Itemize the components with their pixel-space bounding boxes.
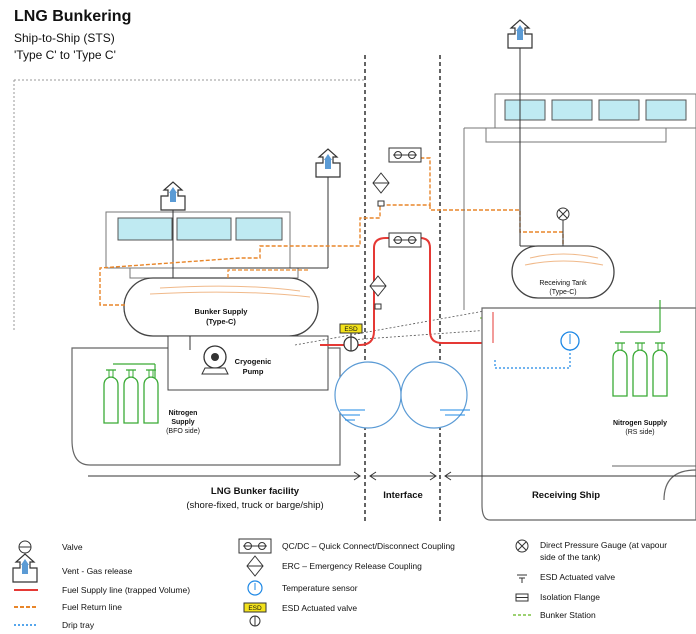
section-label-bunker: LNG Bunker facility — [211, 486, 300, 497]
nitrogen-rs-label-2: (RS side) — [625, 429, 654, 436]
esd-actuated-icon — [517, 574, 527, 583]
nitrogen-rs-label: Nitrogen Supply — [613, 420, 667, 427]
qcdc-coupling-icon — [388, 232, 422, 248]
legend-isolation-flange: Isolation Flange — [540, 592, 601, 602]
fender-right — [400, 361, 468, 429]
vent-icon — [315, 148, 341, 178]
section-label-receiving: Receiving Ship — [532, 490, 600, 501]
legend-temp-sensor: Temperature sensor — [282, 583, 358, 593]
fender-left — [334, 361, 402, 429]
legend-symbols: ESD — [12, 538, 533, 627]
vent-icon — [12, 553, 38, 583]
bunker-window — [235, 217, 283, 241]
nitrogen-bfo-label-2: Supply — [171, 419, 194, 426]
bunker-deck — [129, 267, 299, 279]
receiving-tank-label: Receiving Tank — [539, 280, 587, 287]
esd-legend-box — [243, 602, 267, 613]
section-arrow-bunker — [88, 471, 361, 481]
nitrogen-bfo-label-3: (BFO side) — [166, 428, 200, 435]
receiving-window — [598, 99, 640, 121]
pump-label-2: Pump — [243, 367, 264, 376]
page-subtitle: Ship-to-Ship (STS) — [14, 31, 115, 45]
legend-esd-valve: ESD Actuated valve — [282, 603, 358, 613]
bunker-window — [117, 217, 173, 241]
receiving-tank-type: (Type-C) — [549, 289, 576, 296]
receiving-ship-hull — [481, 307, 696, 521]
legend-fuel-supply: Fuel Supply line (trapped Volume) — [62, 585, 191, 595]
drip-tray — [494, 350, 571, 369]
legend-pressure-gauge-2: side of the tank) — [540, 552, 601, 562]
page-subtitle-2: 'Type C' to 'Type C' — [14, 48, 116, 62]
bunker-facility-boundary — [13, 79, 365, 330]
esd-legend-label: ESD — [248, 605, 262, 612]
receiving-window — [551, 99, 593, 121]
qcdc-coupling-icon — [238, 538, 272, 554]
bunker-window — [176, 217, 232, 241]
erc-coupling-icon — [369, 275, 387, 297]
legend-vent: Vent - Gas release — [62, 566, 133, 576]
legend-bunker-station: Bunker Station — [540, 610, 596, 620]
legend-erc: ERC – Emergency Release Coupling — [282, 561, 422, 571]
erc-coupling-icon — [246, 555, 264, 577]
bunker-supply-type: (Type-C) — [206, 317, 236, 326]
legend-pressure-gauge: Direct Pressure Gauge (at vapour — [540, 540, 668, 550]
bunker-supply-label: Bunker Supply — [195, 307, 249, 316]
receiving-tank — [511, 245, 615, 299]
section-arrow-receiving — [444, 471, 696, 481]
legend-valve: Valve — [62, 542, 83, 552]
valve-icon — [343, 336, 359, 352]
section-label-bunker-sub: (shore-fixed, truck or barge/ship) — [186, 500, 323, 511]
vent-icon — [160, 181, 186, 211]
vent-icon — [507, 19, 533, 49]
pump-room — [167, 335, 329, 391]
legend-fuel-return: Fuel Return line — [62, 602, 123, 612]
erc-coupling-icon — [372, 172, 390, 194]
page-title: LNG Bunkering — [14, 8, 132, 25]
legend-drip-tray: Drip tray — [62, 620, 95, 630]
legend-esd-actuated: ESD Actuated valve — [540, 572, 616, 582]
section-label-interface: Interface — [383, 490, 423, 501]
section-arrow-interface — [369, 471, 437, 481]
esd-label: ESD — [344, 326, 358, 333]
qcdc-coupling-icon — [388, 147, 422, 163]
receiving-window — [504, 99, 546, 121]
legend-qcdc: QC/DC – Quick Connect/Disconnect Couplin… — [282, 541, 455, 551]
receiving-window — [645, 99, 687, 121]
nitrogen-bfo-label: Nitrogen — [169, 410, 198, 417]
pump-label: Cryogenic — [235, 357, 272, 366]
